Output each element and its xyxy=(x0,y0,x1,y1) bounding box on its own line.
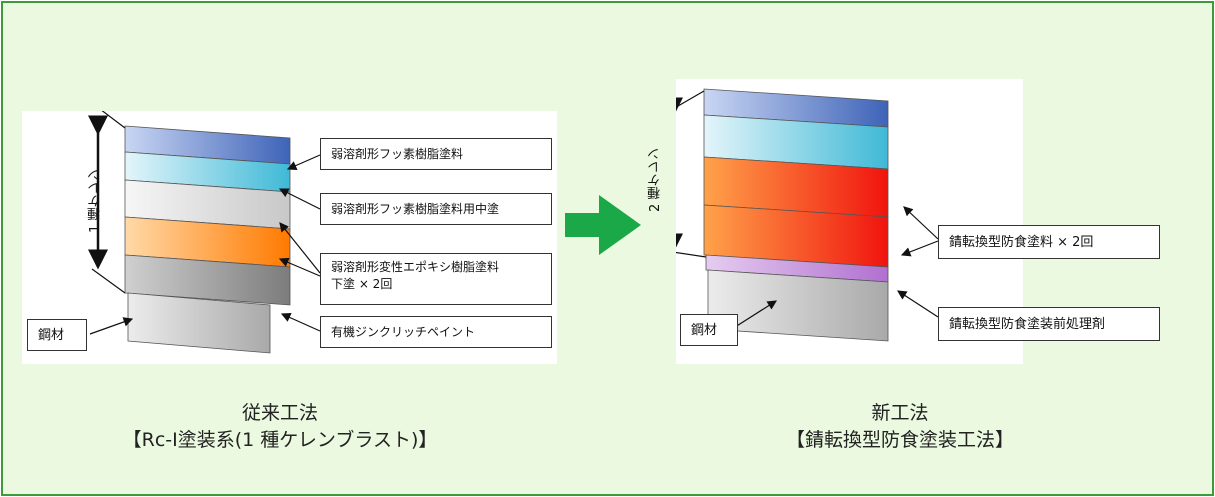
label-epoxy-line2: 下塗 × 2回 xyxy=(331,277,393,291)
zinc-rich-layer xyxy=(124,254,291,306)
new-caption: 新工法 【錆転換型防食塗装工法】 xyxy=(730,400,1070,454)
conventional-caption: 従来工法 【Rc-Ⅰ塗装系(1 種ケレンブラスト)】 xyxy=(60,400,500,454)
label-zinc-rich: 有機ジンクリッチペイント xyxy=(320,316,552,348)
new-method-panel xyxy=(676,79,1023,364)
label-rust-conversion: 錆転換型防食塗料 × 2回 xyxy=(938,225,1160,259)
conventional-caption-title: 従来工法 xyxy=(241,402,318,424)
label-fluorine-midcoat: 弱溶剤形フッ素樹脂塗料用中塗 xyxy=(320,193,552,225)
new-caption-subtitle: 【錆転換型防食塗装工法】 xyxy=(785,429,1014,451)
leader-arrow-steel xyxy=(89,317,134,335)
leader-arrow-rust-2 xyxy=(900,240,939,257)
label-pretreatment: 錆転換型防食塗装前処理剤 xyxy=(938,307,1160,341)
leader-arrow-steel-right xyxy=(731,300,778,330)
left-dimension-label: 1 種ケレン xyxy=(88,168,103,234)
transition-arrow xyxy=(565,195,641,255)
new-caption-title: 新工法 xyxy=(871,402,929,424)
leader-arrow-pretreatment xyxy=(896,290,939,318)
conventional-layer-diagram xyxy=(88,111,321,354)
leader-arrow-midcoat-2 xyxy=(279,222,321,274)
label-steel-right: 鋼材 xyxy=(680,314,738,346)
conventional-method-panel: 1 種ケレン 弱溶剤形フッ素樹脂塗料 弱溶剤形フッ素樹脂塗料用中塗 弱溶剤形変性… xyxy=(22,111,557,364)
new-steel-block xyxy=(707,269,889,342)
right-dimension-label: 2 種ケレン xyxy=(648,147,663,213)
label-fluorine-topcoat: 弱溶剤形フッ素樹脂塗料 xyxy=(320,138,552,170)
new-layer-diagram xyxy=(676,88,939,342)
label-steel-left: 鋼材 xyxy=(27,319,87,351)
leader-arrow-rust-1 xyxy=(903,206,939,240)
leader-arrow-epoxy xyxy=(278,257,321,277)
leader-arrow-midcoat xyxy=(278,188,321,210)
label-epoxy-line1: 弱溶剤形変性エポキシ樹脂塗料 xyxy=(331,260,500,274)
conventional-caption-subtitle: 【Rc-Ⅰ塗装系(1 種ケレンブラスト)】 xyxy=(122,429,438,451)
label-epoxy-undercoat: 弱溶剤形変性エポキシ樹脂塗料 下塗 × 2回 xyxy=(320,253,552,305)
leader-arrow-topcoat xyxy=(286,154,321,171)
leader-arrow-zinc xyxy=(280,313,321,332)
